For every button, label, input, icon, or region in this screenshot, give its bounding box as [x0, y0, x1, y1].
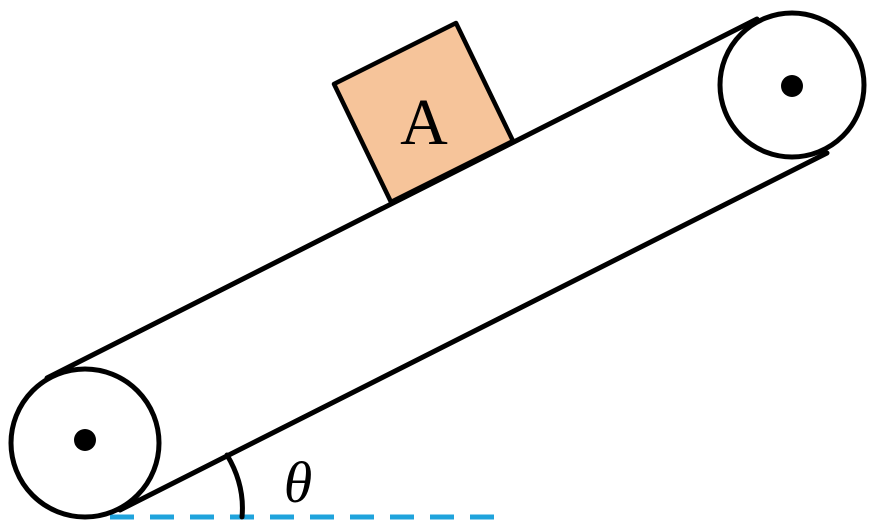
upper-pulley-axle-icon — [781, 75, 803, 97]
lower-pulley — [8, 366, 162, 520]
block-a-label: A — [400, 86, 448, 159]
angle-arc — [224, 452, 245, 520]
lower-pulley-axle-icon — [74, 429, 96, 451]
upper-pulley — [717, 10, 867, 160]
angle-theta-label: θ — [284, 450, 313, 515]
block-a — [331, 20, 516, 205]
belt-bottom-edge — [117, 150, 830, 513]
